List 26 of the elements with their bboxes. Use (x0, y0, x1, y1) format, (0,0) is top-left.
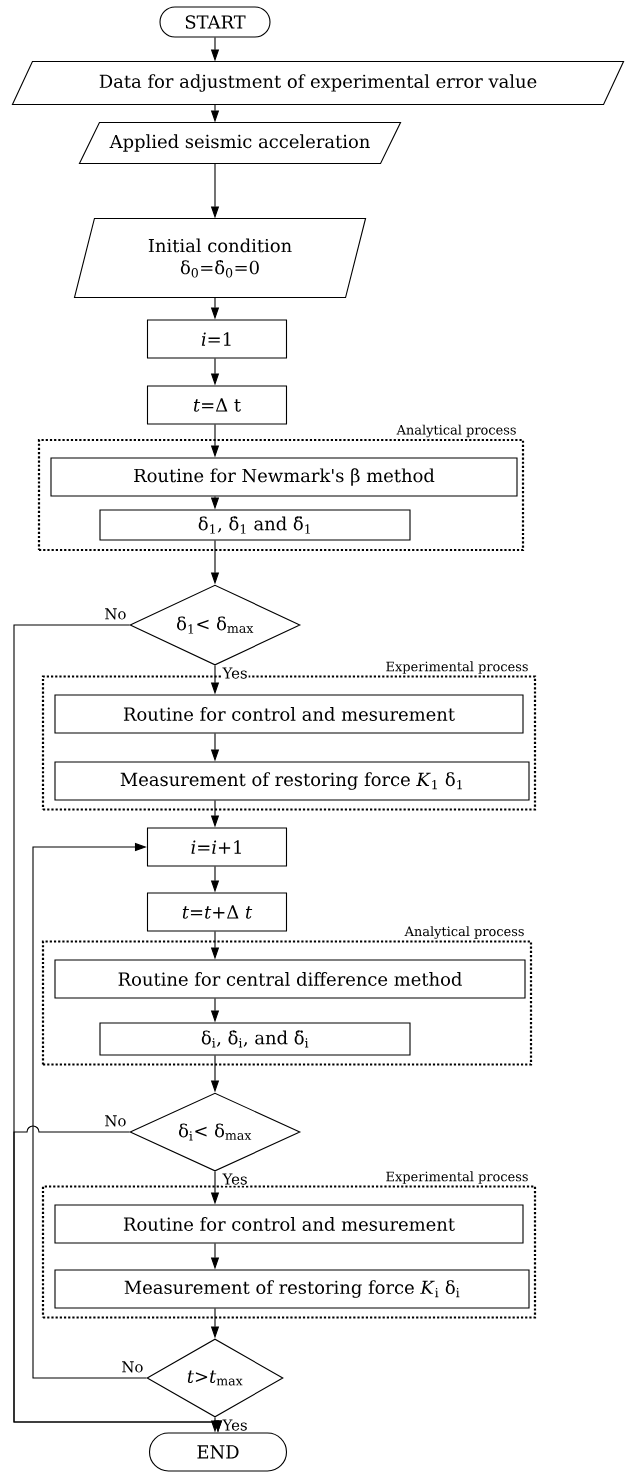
process-box: Routine for central difference method (54, 959, 526, 999)
edge-label: No (120, 1360, 145, 1374)
node-label: Experimental process (386, 1171, 528, 1184)
process-box: δ$_{i}$, δ̇$_{i}$, and δ̈$_{i}$ (99, 1022, 411, 1056)
process-box: t=t+Δ t (146, 892, 288, 932)
node-label: Analytical process (396, 424, 516, 438)
input-parallelogram: Applied seismic acceleration (78, 121, 402, 165)
process-box: Routine for control and mesurement (54, 1204, 524, 1244)
process-box: Routine for Newmark's β method (50, 457, 518, 497)
node-label: Experimental process (386, 661, 528, 674)
edge-label: Yes (221, 1418, 249, 1432)
process-box: Measurement of restoring force K$_{i}$ δ$_{i}$ (54, 1269, 530, 1309)
process-box: Measurement of restoring force K$_{1}$ δ$_{1}$ (54, 761, 530, 801)
arrow (32, 842, 147, 1379)
node-label: Analytical process (404, 926, 524, 939)
process-box: i=1 (146, 319, 288, 359)
process-box: t=Δ t (146, 385, 288, 425)
edge-label: No (103, 1114, 128, 1128)
process-box: δ$_{1}$, δ̇$_{1}$ and δ̈$_{1}$ (99, 509, 411, 541)
input-parallelogram: Data for adjustment of experimental error value (11, 60, 625, 106)
process-box: i=i+1 (146, 827, 288, 867)
edge-label: Yes (221, 666, 249, 680)
process-box: Routine for control and mesurement (54, 694, 524, 734)
edge-label: Yes (221, 1172, 249, 1186)
input-parallelogram: Initial condition δ$_{0}$=δ̇$_{0}$=0 (73, 217, 367, 299)
edge-label: No (103, 607, 128, 621)
